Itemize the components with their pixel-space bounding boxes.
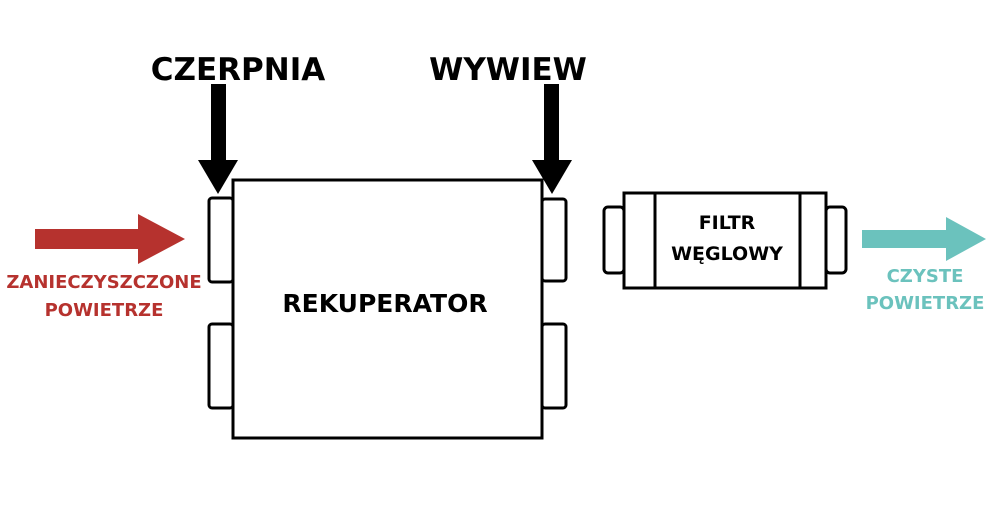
recuperator-port-right-bottom xyxy=(540,322,568,410)
clean-air-label-line2: POWIETRZE xyxy=(866,293,985,314)
recuperator-port-left-bottom xyxy=(207,322,235,410)
dirty-air-label-line2: POWIETRZE xyxy=(45,300,164,321)
filter-label-line2: WĘGLOWY xyxy=(671,243,783,265)
carbon-filter-box xyxy=(622,191,828,290)
dirty-air-arrow xyxy=(35,214,185,264)
recuperator-port-right-top xyxy=(540,197,568,283)
recuperator-label: REKUPERATOR xyxy=(282,289,487,318)
filter-end-cap-left xyxy=(602,205,626,275)
exhaust-arrow xyxy=(532,84,572,194)
recuperator-box xyxy=(231,178,544,440)
recuperator-port-left-top xyxy=(207,196,235,284)
dirty-air-label-line1: ZANIECZYSZCZONE xyxy=(6,272,201,293)
intake-arrow xyxy=(198,84,238,194)
clean-air-arrow xyxy=(862,217,986,261)
intake-label: CZERPNIA xyxy=(151,52,325,88)
exhaust-label: WYWIEW xyxy=(429,52,587,88)
filter-end-cap-right xyxy=(824,205,848,275)
filter-label-line1: FILTR xyxy=(699,212,756,234)
clean-air-label-line1: CZYSTE xyxy=(887,266,964,287)
